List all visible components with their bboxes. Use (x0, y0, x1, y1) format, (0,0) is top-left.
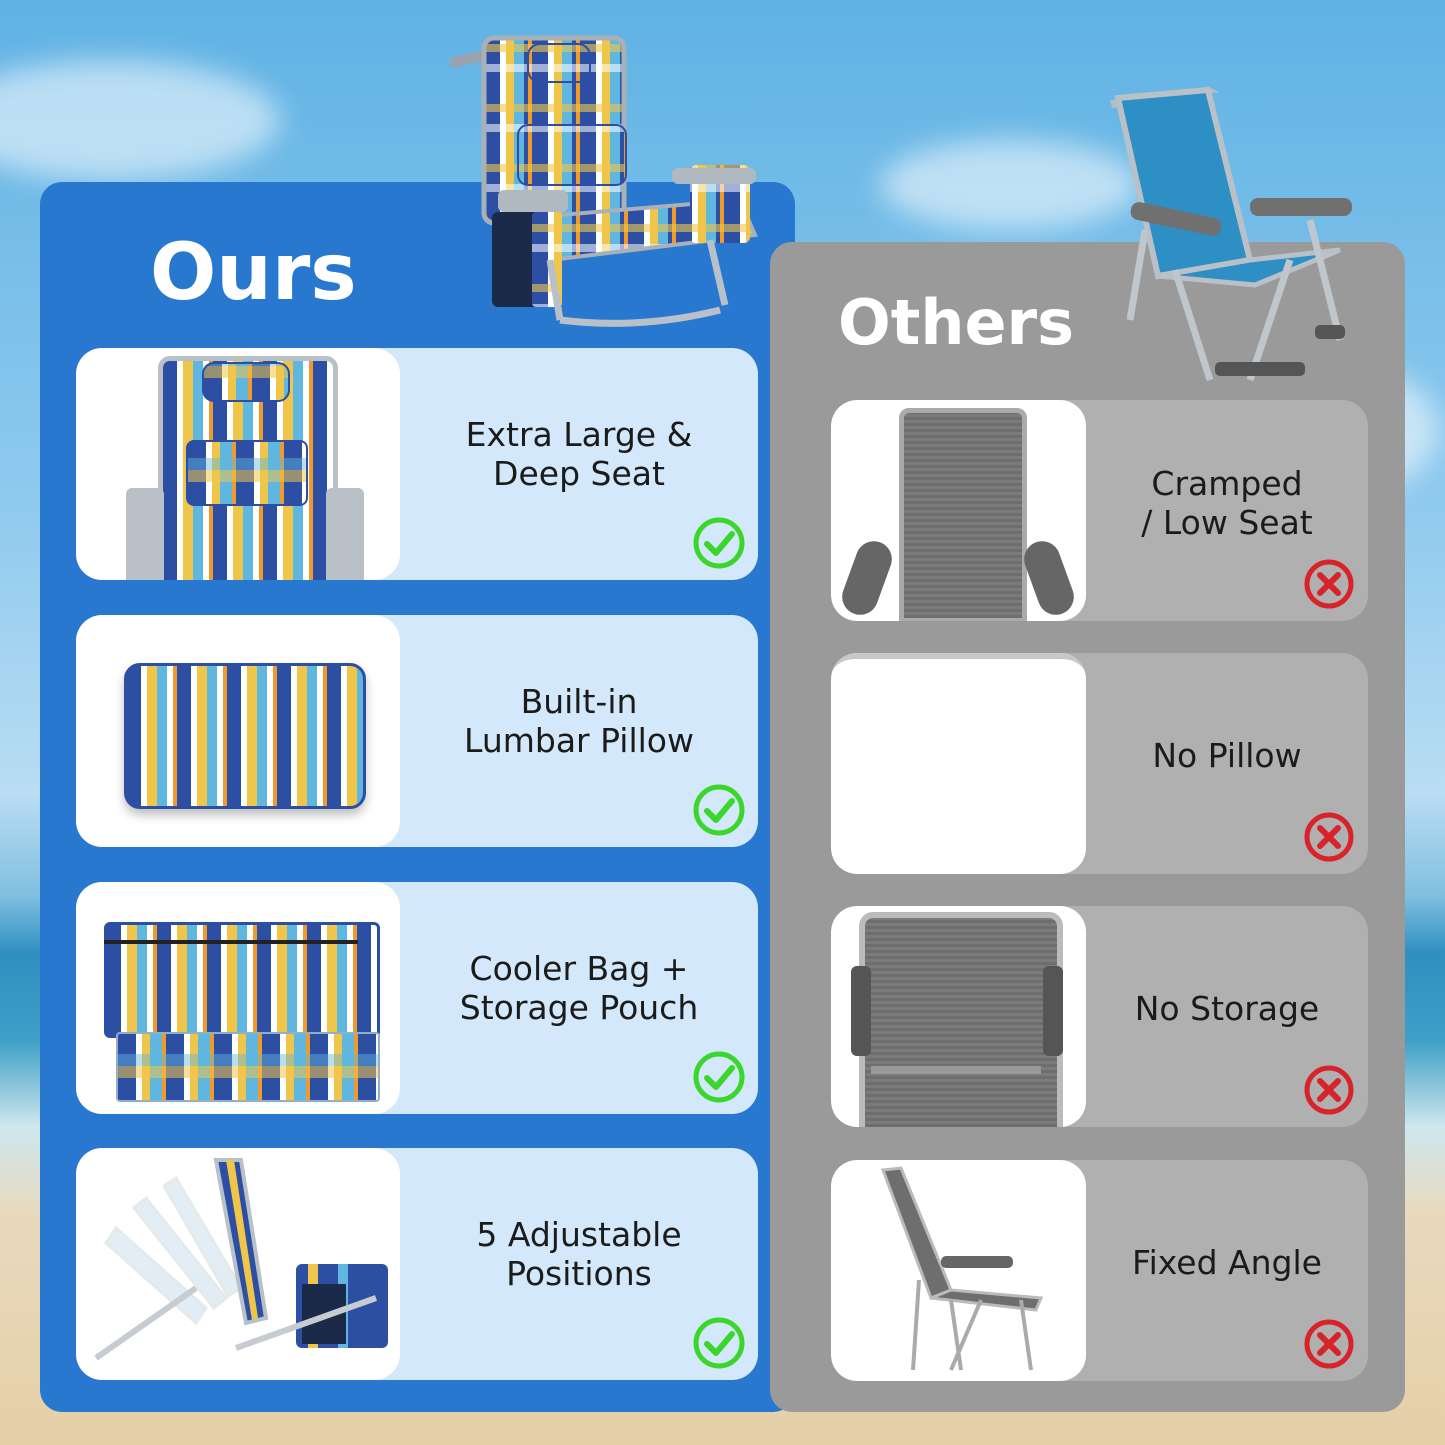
feature-photo-fixed-angle (831, 1160, 1086, 1381)
ours-feature-card: 5 Adjustable Positions (76, 1148, 758, 1380)
feature-photo-no-pillow (831, 653, 1086, 874)
check-circle-icon (693, 784, 745, 836)
feature-photo-seat (76, 348, 400, 580)
x-circle-icon (1304, 812, 1354, 862)
ours-feature-card: Extra Large & Deep Seat (76, 348, 758, 580)
cloud (880, 140, 1140, 230)
others-feature-card: Cramped / Low Seat (831, 400, 1368, 621)
x-circle-icon (1304, 1065, 1354, 1115)
feature-photo-no-storage (831, 906, 1086, 1127)
x-circle-icon (1304, 1319, 1354, 1369)
check-circle-icon (693, 1317, 745, 1369)
ours-feature-card: Built-in Lumbar Pillow (76, 615, 758, 847)
feature-photo-pillow (76, 615, 400, 847)
others-heading: Others (838, 286, 1075, 359)
others-feature-card: Fixed Angle (831, 1160, 1368, 1381)
feature-photo-low-seat (831, 400, 1086, 621)
ours-heading: Ours (150, 228, 357, 318)
feature-label: Cramped / Low Seat (1141, 463, 1313, 542)
check-circle-icon (693, 1051, 745, 1103)
others-chair-image (1110, 86, 1352, 382)
ours-feature-card: Cooler Bag + Storage Pouch (76, 882, 758, 1114)
feature-label: Extra Large & Deep Seat (465, 415, 693, 493)
cloud (0, 60, 280, 180)
feature-label: No Storage (1134, 989, 1320, 1028)
feature-label: 5 Adjustable Positions (476, 1215, 682, 1293)
feature-label: No Pillow (1152, 736, 1302, 775)
others-feature-card: No Storage (831, 906, 1368, 1127)
feature-photo-positions (76, 1148, 400, 1380)
ours-chair-image (450, 35, 758, 327)
feature-label: Built-in Lumbar Pillow (464, 682, 694, 760)
check-circle-icon (693, 517, 745, 569)
x-circle-icon (1304, 559, 1354, 609)
others-feature-card: No Pillow (831, 653, 1368, 874)
feature-photo-storage (76, 882, 400, 1114)
feature-label: Cooler Bag + Storage Pouch (459, 949, 699, 1027)
feature-label: Fixed Angle (1132, 1243, 1322, 1282)
